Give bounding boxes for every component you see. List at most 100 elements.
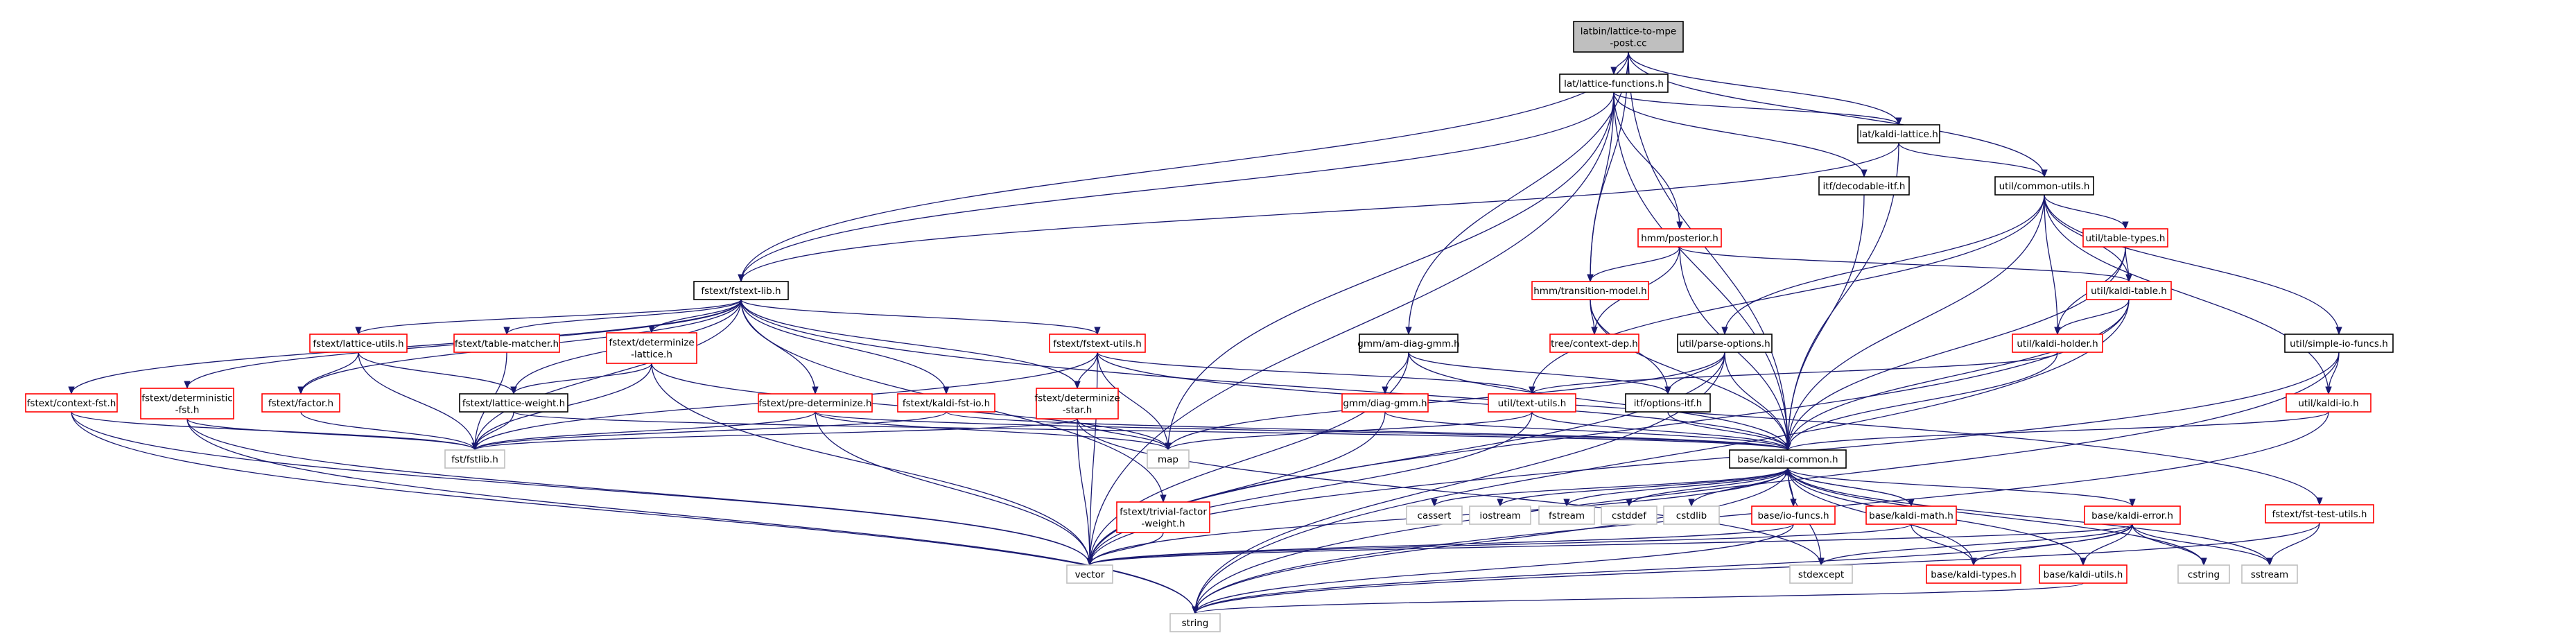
node-label: fstext/determinize: [1034, 393, 1120, 404]
node-box: [1488, 393, 1576, 413]
node-stdexcept[interactable]: stdexcept: [1789, 564, 1853, 584]
edge-hmmpost-to-utilkalditable: [1679, 246, 2132, 283]
edge-fstextlib-to-fstkaldiio: [740, 299, 950, 395]
node-treectx[interactable]: tree/context-dep.h: [1549, 334, 1639, 353]
node-hmmtrans[interactable]: hmm/transition-model.h: [1531, 281, 1649, 300]
node-map[interactable]: map: [1147, 449, 1190, 469]
edge-fstkaldiio-to-basecommon: [946, 411, 1791, 451]
node-box: [1926, 564, 2021, 584]
node-baseutils[interactable]: base/kaldi-utils.h: [2039, 564, 2127, 584]
node-utilkaldiio[interactable]: util/kaldi-io.h: [2286, 393, 2372, 413]
edge-root-to-basecommon: [1628, 51, 1791, 451]
node-basecommon[interactable]: base/kaldi-common.h: [1729, 449, 1847, 469]
node-gmmam[interactable]: gmm/am-diag-gmm.h: [1357, 334, 1460, 353]
node-label: util/text-utils.h: [1498, 398, 1567, 409]
node-label: util/kaldi-io.h: [2298, 398, 2358, 409]
edge-baseerror-to-stdexcept: [1818, 524, 2133, 567]
node-utilcommon[interactable]: util/common-utils.h: [1994, 176, 2094, 196]
node-basetypes[interactable]: base/kaldi-types.h: [1926, 564, 2021, 584]
edge-basecommon-to-fstream: [1563, 467, 1789, 508]
edge-itfdec-to-basecommon: [1784, 194, 1865, 451]
edge-fstpredet-to-vector: [815, 411, 1093, 567]
node-utilsimpleio[interactable]: util/simple-io-funcs.h: [2284, 334, 2394, 353]
node-fstlatweight[interactable]: fstext/lattice-weight.h: [459, 393, 568, 413]
node-box: [2082, 228, 2168, 248]
edge-fstextlib-to-fstdetlat: [648, 299, 742, 334]
node-fsttestutils[interactable]: fstext/fst-test-utils.h: [2265, 504, 2374, 524]
edge-utilkalditable-to-basecommon: [1784, 299, 2130, 451]
node-fstfactor[interactable]: fstext/factor.h: [261, 393, 340, 413]
node-root[interactable]: latbin/lattice-to-mpe-post.cc: [1573, 21, 1684, 53]
node-fstfstextutils[interactable]: fstext/fstext-utils.h: [1049, 334, 1146, 353]
node-sstream[interactable]: sstream: [2241, 564, 2298, 584]
node-fstpredet[interactable]: fstext/pre-determinize.h: [758, 393, 873, 413]
edge-utilcommon-to-utilholder: [2044, 194, 2061, 336]
node-utilholder[interactable]: util/kaldi-holder.h: [2012, 334, 2103, 353]
edge-gmmam-to-itfoptions: [1408, 352, 1671, 395]
node-label: fstext/fst-test-utils.h: [2272, 509, 2367, 520]
node-baseerror[interactable]: base/kaldi-error.h: [2084, 505, 2181, 525]
edge-latfun-to-latkaldi: [1613, 92, 1902, 126]
node-fsttablematcher[interactable]: fstext/table-matcher.h: [453, 334, 560, 353]
node-label: -fst.h: [175, 405, 200, 416]
node-fstkaldiio[interactable]: fstext/kaldi-fst-io.h: [897, 393, 995, 413]
node-label: base/io-funcs.h: [1757, 510, 1829, 521]
node-fstlatutils[interactable]: fstext/lattice-utils.h: [309, 334, 408, 353]
node-utilkalditable[interactable]: util/kaldi-table.h: [2086, 281, 2172, 300]
node-fstextlib[interactable]: fstext/fstext-lib.h: [693, 281, 789, 300]
node-utiltextutils[interactable]: util/text-utils.h: [1488, 393, 1576, 413]
edge-utilcommon-to-utilkaldiio: [2044, 194, 2332, 395]
node-cassert[interactable]: cassert: [1406, 505, 1463, 525]
edge-fstdetstar-to-map: [1077, 418, 1172, 451]
node-box: [1677, 334, 1773, 353]
node-hmmpost[interactable]: hmm/posterior.h: [1637, 228, 1722, 248]
node-fstcontextfst[interactable]: fstext/context-fst.h: [25, 393, 118, 413]
node-box: [1601, 505, 1657, 525]
node-label: util/simple-io-funcs.h: [2290, 338, 2388, 349]
edge-fstpredet-to-fstfstlib: [471, 411, 816, 451]
edge-fstdetlat-to-vector: [651, 363, 1093, 567]
node-box: [1994, 176, 2094, 196]
edge-latkaldi-to-fstextlib: [738, 142, 1899, 283]
node-iostream[interactable]: iostream: [1469, 505, 1531, 525]
node-cstdlib[interactable]: cstdlib: [1663, 505, 1720, 525]
node-itfoptions[interactable]: itf/options-itf.h: [1625, 393, 1711, 413]
node-itfdec[interactable]: itf/decodable-itf.h: [1818, 176, 1910, 196]
node-box: [1469, 505, 1531, 525]
edge-fstdetfst-to-fstfstlib: [186, 418, 478, 451]
node-utilparse[interactable]: util/parse-options.h: [1677, 334, 1773, 353]
edge-baseutils-to-string: [1192, 582, 2084, 615]
node-fstdetstar[interactable]: fstext/determinize-star.h: [1034, 388, 1120, 420]
node-utiltabletypes[interactable]: util/table-types.h: [2082, 228, 2168, 248]
edge-fstlatutils-to-fstfstlib: [358, 352, 478, 451]
edge-utilkalditable-to-string: [1192, 299, 2130, 615]
edge-fstdetfst-to-vector: [186, 418, 1093, 567]
node-box: [1049, 334, 1146, 353]
node-vector[interactable]: vector: [1066, 564, 1113, 584]
node-label: fstext/kaldi-fst-io.h: [903, 398, 990, 409]
node-box: [1625, 393, 1711, 413]
edge-root-to-gmmam: [1405, 51, 1629, 336]
edge-fstdetstar-to-vector: [1077, 418, 1093, 567]
edge-latfun-to-itfdec: [1613, 92, 1868, 178]
node-fstream[interactable]: fstream: [1538, 505, 1595, 525]
node-latkaldi[interactable]: lat/kaldi-lattice.h: [1857, 124, 1940, 144]
node-fstdetlat[interactable]: fstext/determinize-lattice.h: [606, 332, 697, 364]
node-box: [1169, 613, 1221, 632]
node-fstfstlib[interactable]: fst/fstlib.h: [444, 449, 505, 469]
node-box: [140, 388, 234, 420]
edge-itfoptions-to-basecommon: [1667, 411, 1791, 451]
node-cstring[interactable]: cstring: [2177, 564, 2230, 584]
node-latfun[interactable]: lat/lattice-functions.h: [1559, 73, 1669, 93]
edge-fstkaldiio-to-fstfstlib: [471, 411, 947, 451]
edge-root-to-latkaldi: [1628, 51, 1902, 126]
node-fstdetfst[interactable]: fstext/deterministic-fst.h: [140, 388, 234, 420]
node-basemath[interactable]: base/kaldi-math.h: [1865, 505, 1957, 525]
node-cstddef[interactable]: cstddef: [1601, 505, 1657, 525]
node-label: fstext/lattice-weight.h: [462, 398, 565, 409]
node-gmmdiag[interactable]: gmm/diag-gmm.h: [1341, 393, 1429, 413]
node-fsttrivial[interactable]: fstext/trivial-factor-weight.h: [1116, 501, 1210, 533]
node-baseiofuncs[interactable]: base/io-funcs.h: [1751, 505, 1836, 525]
node-string[interactable]: string: [1169, 613, 1221, 632]
